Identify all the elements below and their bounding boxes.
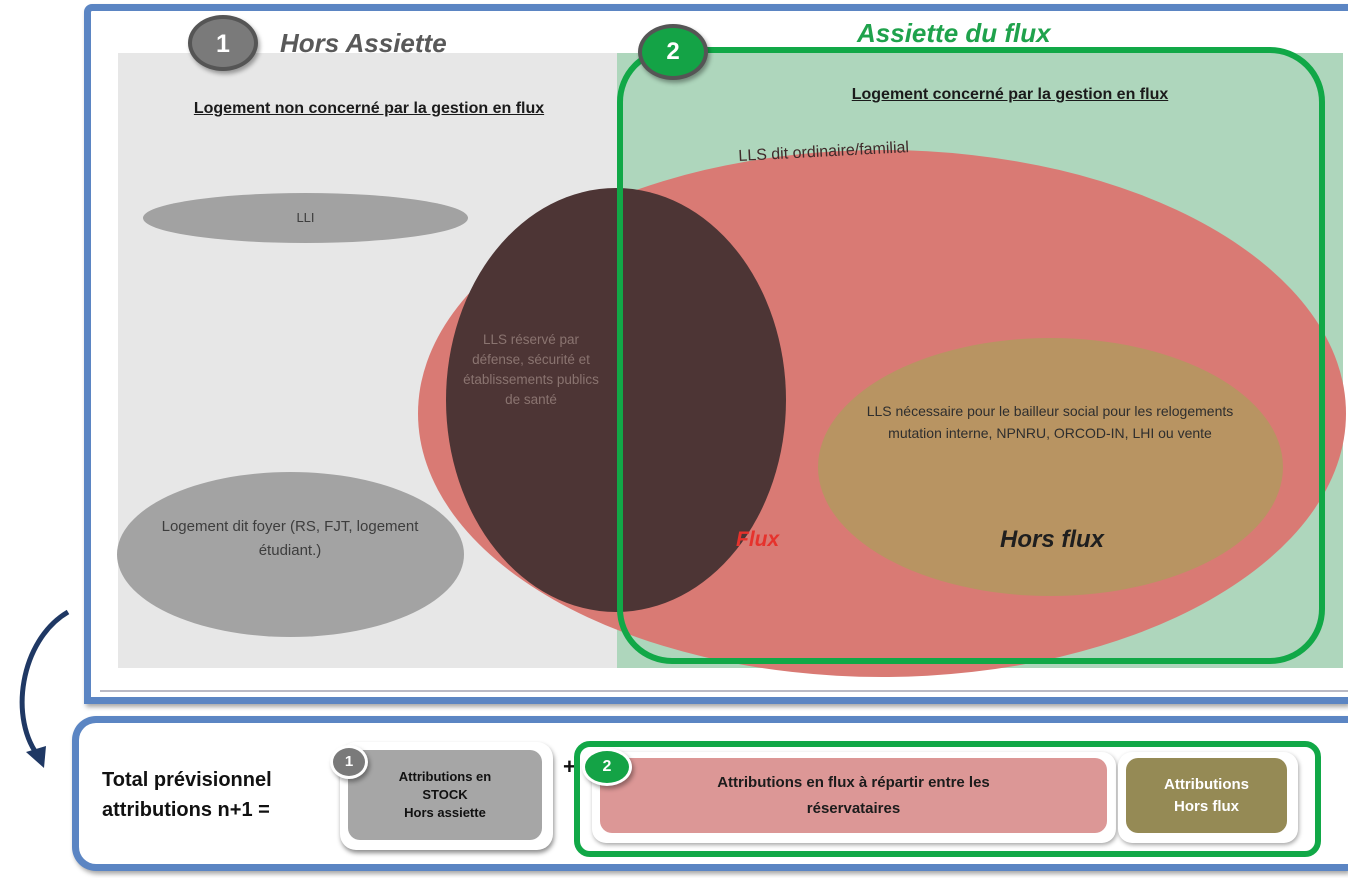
- necessaire-label: LLS nécessaire pour le bailleur social p…: [866, 403, 1234, 441]
- hors-flux-line-1: Attributions: [1164, 775, 1249, 793]
- number-badge-1: 1: [188, 15, 258, 71]
- hors-flux-label: Hors flux: [1000, 526, 1105, 553]
- reserved-label: LLS réservé par défense, sécurité et éta…: [463, 332, 599, 407]
- stock-box: Attributions en STOCK Hors assiette: [348, 750, 542, 840]
- foyer-label: Logement dit foyer (RS, FJT, logement ét…: [161, 518, 419, 559]
- stock-line-3: Hors assiette: [404, 805, 486, 820]
- hors-flux-ellipse: [818, 338, 1283, 596]
- divider-line: [100, 690, 1348, 692]
- left-section-heading: Logement non concerné par la gestion en …: [193, 100, 545, 117]
- number-badge-2-bottom: 2: [582, 748, 632, 786]
- number-badge-1-bottom: 1: [330, 745, 368, 779]
- assiette-flux-title: Assiette du flux: [857, 18, 1051, 48]
- number-badge-2: 2: [638, 24, 708, 80]
- total-label: Total prévisionnel attributions n+1 =: [102, 769, 272, 821]
- foyer-ellipse: [117, 472, 464, 637]
- lli-label: LLI: [296, 210, 315, 225]
- reserved-ellipse: [446, 188, 786, 612]
- flux-bottom-frame: [574, 741, 1321, 857]
- stock-line-1: Attributions en: [398, 769, 492, 784]
- flux-assiette-frame: [617, 47, 1325, 664]
- lli-ellipse: [143, 193, 468, 243]
- flux-label: Flux: [736, 528, 780, 551]
- hors-assiette-title: Hors Assiette: [280, 28, 447, 58]
- curved-arrow-icon: [19, 609, 70, 768]
- right-section-heading: Logement concerné par la gestion en flux: [851, 86, 1169, 103]
- flux-box: Attributions en flux à répartir entre le…: [600, 758, 1107, 833]
- flux-box-label: Attributions en flux à répartir entre le…: [717, 773, 990, 817]
- stock-line-2: STOCK: [422, 787, 468, 802]
- plus-sign: +: [563, 754, 576, 779]
- hors-flux-box: Attributions Hors flux: [1126, 758, 1287, 833]
- hors-flux-line-2: Hors flux: [1173, 797, 1239, 815]
